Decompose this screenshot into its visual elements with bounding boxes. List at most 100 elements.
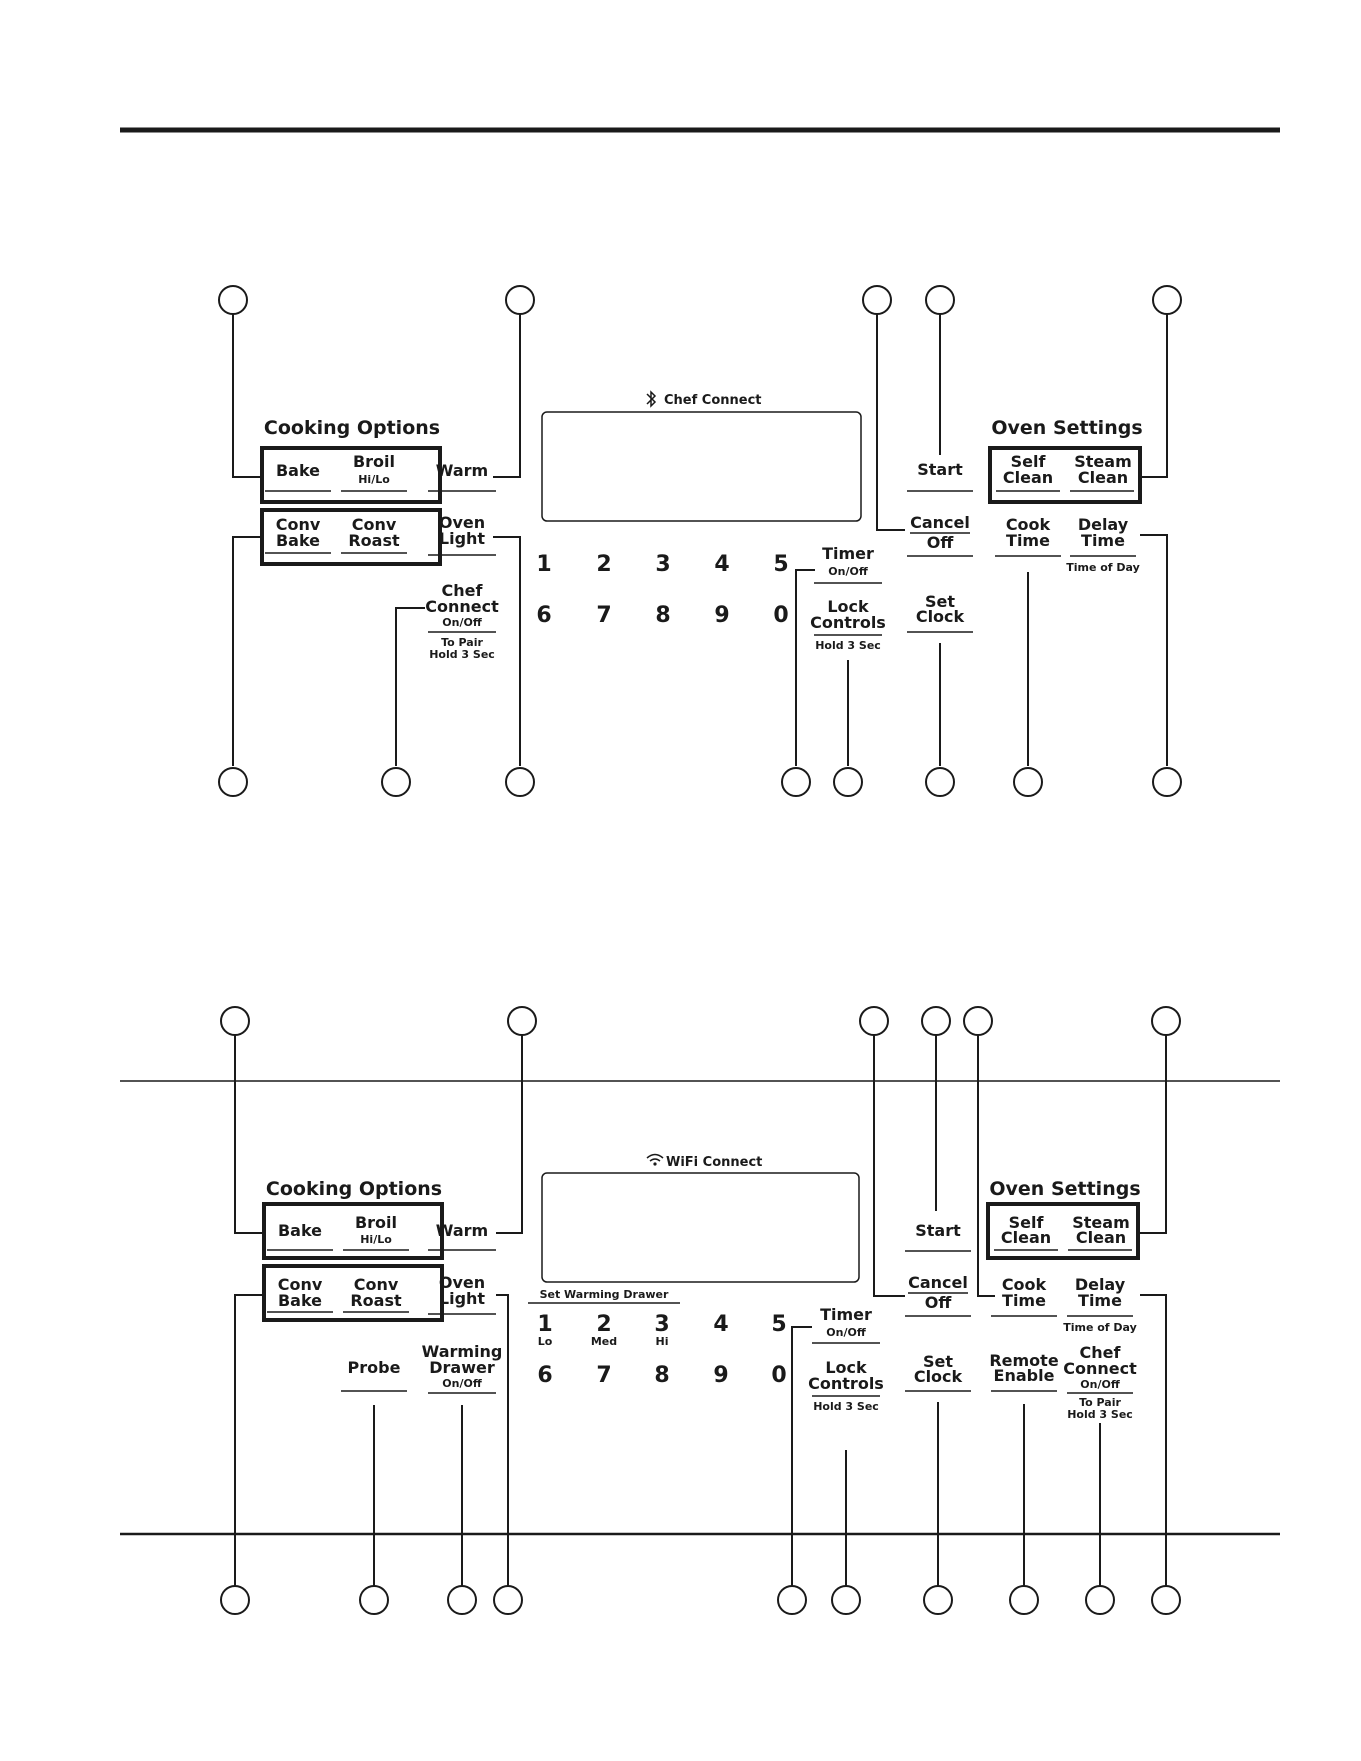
cancel-off-button[interactable]: Cancel Off (905, 1273, 971, 1317)
digit-2[interactable]: 2 (596, 1312, 611, 1337)
oven-light-button[interactable]: Oven Light (428, 1273, 496, 1315)
broil-button[interactable]: Broil Hi/Lo (343, 1213, 409, 1251)
self-clean-button[interactable]: Self Clean (994, 1213, 1058, 1251)
svg-text:Connect: Connect (425, 597, 499, 616)
start-button[interactable]: Start (905, 1221, 971, 1252)
svg-text:Cancel: Cancel (908, 1273, 968, 1292)
callout-circle (963, 1006, 993, 1036)
timer-button[interactable]: Timer On/Off (814, 544, 882, 584)
svg-text:Conv: Conv (276, 515, 321, 534)
digit-0[interactable]: 0 (771, 1363, 786, 1388)
svg-text:On/Off: On/Off (1080, 1378, 1120, 1391)
cook-time-button[interactable]: Cook Time (995, 515, 1061, 557)
svg-text:Chef: Chef (442, 581, 484, 600)
digit-9[interactable]: 9 (714, 603, 729, 628)
set-clock-button[interactable]: Set Clock (905, 1352, 971, 1392)
start-button[interactable]: Start (907, 460, 973, 492)
digit-0[interactable]: 0 (773, 603, 788, 628)
steam-clean-button[interactable]: Steam Clean (1068, 1213, 1132, 1251)
digit-2[interactable]: 2 (596, 552, 611, 577)
callout-circle (493, 1585, 523, 1615)
chef-connect-button[interactable]: Chef Connect On/Off To Pair Hold 3 Sec (1063, 1343, 1137, 1421)
probe-button[interactable]: Probe (341, 1358, 407, 1392)
svg-text:Bake: Bake (276, 531, 320, 550)
digit-4[interactable]: 4 (713, 1312, 728, 1337)
conv-roast-button[interactable]: Conv Roast (341, 515, 407, 554)
svg-text:Broil: Broil (353, 452, 395, 471)
bake-button[interactable]: Bake (265, 461, 331, 492)
svg-text:Hi/Lo: Hi/Lo (358, 473, 390, 486)
digit-7[interactable]: 7 (596, 1363, 611, 1388)
digit-6[interactable]: 6 (536, 603, 551, 628)
callout-circle (1085, 1585, 1115, 1615)
digit-8[interactable]: 8 (655, 603, 670, 628)
callout-circle (1152, 285, 1182, 315)
digit-7[interactable]: 7 (596, 603, 611, 628)
svg-text:Warm: Warm (436, 1221, 488, 1240)
svg-text:Time: Time (1078, 1291, 1122, 1310)
svg-text:Clean: Clean (1076, 1228, 1126, 1247)
digit-4[interactable]: 4 (714, 552, 729, 577)
timer-button[interactable]: Timer On/Off (812, 1305, 880, 1344)
svg-text:Clean: Clean (1078, 468, 1128, 487)
panel-1: Cooking Options Bake Broil Hi/Lo Conv Ba… (218, 285, 1182, 797)
svg-text:Clock: Clock (914, 1367, 963, 1386)
digit-9[interactable]: 9 (713, 1363, 728, 1388)
steam-clean-button[interactable]: Steam Clean (1070, 452, 1134, 492)
cancel-off-button[interactable]: Cancel Off (907, 513, 973, 557)
set-clock-button[interactable]: Set Clock (907, 592, 973, 633)
svg-text:Start: Start (917, 460, 963, 479)
callout-circle (862, 285, 892, 315)
digit-5[interactable]: 5 (771, 1312, 786, 1337)
cook-time-button[interactable]: Cook Time (991, 1275, 1057, 1317)
svg-text:Drawer: Drawer (429, 1358, 495, 1377)
warming-drawer-button[interactable]: Warming Drawer On/Off (422, 1342, 503, 1394)
svg-text:Timer: Timer (820, 1305, 872, 1324)
digit-1[interactable]: 1 (537, 1312, 552, 1337)
svg-text:Hold 3 Sec: Hold 3 Sec (815, 639, 881, 652)
svg-text:Cook: Cook (1002, 1275, 1047, 1294)
broil-button[interactable]: Broil Hi/Lo (341, 452, 407, 492)
svg-text:Steam: Steam (1074, 452, 1132, 471)
delay-time-button[interactable]: Delay Time Time of Day (1063, 1275, 1137, 1334)
svg-text:Clock: Clock (916, 607, 965, 626)
panel-2: Cooking Options Bake Broil Hi/Lo Conv Ba… (120, 1006, 1280, 1615)
svg-text:Set: Set (923, 1352, 953, 1371)
digit-5[interactable]: 5 (773, 552, 788, 577)
callout-circle (925, 285, 955, 315)
callout-circle (359, 1585, 389, 1615)
callout-circle (220, 1585, 250, 1615)
bake-button[interactable]: Bake (267, 1221, 333, 1251)
conv-bake-button[interactable]: Conv Bake (267, 1275, 333, 1313)
callout-circle (447, 1585, 477, 1615)
svg-text:Chef: Chef (1080, 1343, 1122, 1362)
warm-button[interactable]: Warm (428, 1221, 496, 1251)
digit-3[interactable]: 3 (654, 1312, 669, 1337)
svg-text:Roast: Roast (350, 1291, 402, 1310)
oven-light-button[interactable]: Oven Light (428, 513, 496, 556)
conv-roast-button[interactable]: Conv Roast (343, 1275, 409, 1313)
digit-3[interactable]: 3 (655, 552, 670, 577)
digit-1[interactable]: 1 (536, 552, 551, 577)
digit-8[interactable]: 8 (654, 1363, 669, 1388)
svg-text:Set: Set (925, 592, 955, 611)
svg-text:Conv: Conv (352, 515, 397, 534)
set-warming-drawer-label: Set Warming Drawer (540, 1288, 669, 1301)
svg-text:Start: Start (915, 1221, 961, 1240)
self-clean-button[interactable]: Self Clean (996, 452, 1060, 492)
svg-text:Self: Self (1009, 1213, 1045, 1232)
conv-bake-button[interactable]: Conv Bake (265, 515, 331, 554)
remote-enable-button[interactable]: Remote Enable (989, 1351, 1059, 1392)
digit-6[interactable]: 6 (537, 1363, 552, 1388)
warm-button[interactable]: Warm (428, 461, 496, 492)
lock-controls-button[interactable]: Lock Controls Hold 3 Sec (808, 1358, 884, 1413)
callout-circle (505, 767, 535, 797)
conv-group (262, 1264, 444, 1322)
lock-controls-button[interactable]: Lock Controls Hold 3 Sec (810, 597, 886, 652)
keypad: 1 Lo 2 Med 3 Hi 4 5 6 7 8 9 0 (537, 1312, 786, 1388)
svg-text:Probe: Probe (348, 1358, 401, 1377)
delay-time-button[interactable]: Delay Time Time of Day (1066, 515, 1140, 574)
oven-settings-heading: Oven Settings (989, 1178, 1140, 1200)
chef-connect-button[interactable]: Chef Connect On/Off To Pair Hold 3 Sec (425, 581, 499, 661)
svg-text:Off: Off (927, 533, 955, 552)
